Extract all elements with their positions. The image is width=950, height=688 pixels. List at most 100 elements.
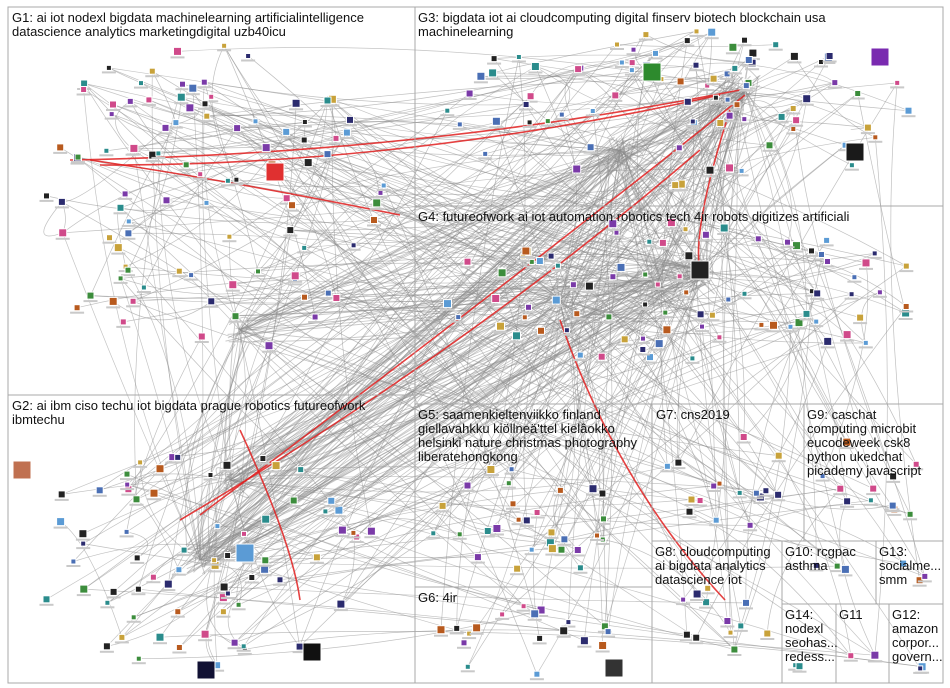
node-caption [732,496,747,499]
node-caption [133,465,148,468]
node-avatar [370,216,378,224]
edge [508,336,720,484]
edge [484,153,701,271]
edge-bundle [204,74,736,565]
node-avatar [790,126,797,132]
node-avatar [282,127,291,136]
node-avatar [465,89,474,98]
edge [619,149,848,443]
node-caption [516,259,531,262]
node-avatar [208,93,215,100]
edge [740,326,791,627]
node-caption [462,637,477,640]
node-avatar [230,638,239,647]
edge [649,279,688,635]
edge-bundle [207,343,250,558]
node-avatar [604,628,612,636]
node-caption [617,343,632,346]
node-caption [712,487,727,490]
node-caption [495,617,510,620]
node-caption [768,48,783,51]
edge [247,55,501,327]
edge [531,149,621,550]
edge [206,114,621,151]
edge [235,315,606,627]
node-caption [145,75,160,78]
node-caption [440,308,455,311]
node-caption [220,184,235,187]
node-avatar [704,584,712,592]
node-caption [364,536,379,539]
node-caption [867,660,882,663]
node-caption [346,248,361,251]
edge [139,223,613,463]
node-avatar [754,235,762,243]
node-caption [556,635,571,638]
node-avatar [823,336,833,346]
node-avatar [556,486,564,494]
node-caption [614,66,629,68]
node-caption [244,581,259,584]
node-avatar [693,28,700,35]
group-label-g3: G3: bigdata iot ai cloudcomputing digita… [418,10,829,39]
node-caption [788,668,803,671]
edge-bundle [236,294,644,471]
node-caption [269,470,284,473]
node-avatar [547,252,555,260]
node-avatar [563,327,570,334]
node-avatar [327,496,336,505]
node-avatar [129,297,137,305]
node-caption [571,73,586,76]
node-caption [913,671,928,674]
node-caption [478,157,493,160]
node-avatar [741,290,748,297]
node-caption [130,561,145,564]
edge-bundle [617,86,748,158]
node-caption [570,554,585,557]
node-caption [863,503,878,506]
node-avatar [876,289,883,296]
node-avatar [455,314,462,321]
node-avatar [598,489,607,498]
node-avatar [867,497,874,504]
node-avatar [597,352,606,361]
group-label-g6: G6: 4ir [418,590,458,605]
node-avatar [113,243,123,253]
node-caption [780,246,795,249]
edge [83,101,689,590]
group-label-g11: G11 [839,607,863,622]
node-caption [153,473,167,476]
node-avatar [784,238,791,246]
edge [612,276,779,495]
node-caption [789,124,804,127]
node-caption [136,291,151,293]
edge [559,299,876,657]
node-caption [194,341,209,343]
edge [112,104,602,357]
edge [199,119,797,561]
edge [602,265,907,494]
node-caption [553,494,568,497]
node-caption [126,620,141,623]
node-caption [679,295,694,298]
node-avatar-featured [642,62,662,82]
node-caption [170,461,185,464]
node-avatar [135,655,142,662]
edge-bundle [566,160,610,310]
node-avatar [848,162,855,169]
node-avatar [140,284,147,291]
node-caption [236,649,251,652]
node-caption [83,300,98,303]
node-avatar [109,587,118,596]
node-avatar [888,501,897,510]
edge [619,149,779,456]
node-caption [114,641,129,644]
node-caption [853,322,868,325]
node-caption [217,49,232,52]
node-caption [216,615,231,618]
node-caption [524,265,539,268]
node-caption [259,152,274,155]
edge [128,100,328,490]
node-avatar [145,96,153,104]
edge [442,505,551,544]
